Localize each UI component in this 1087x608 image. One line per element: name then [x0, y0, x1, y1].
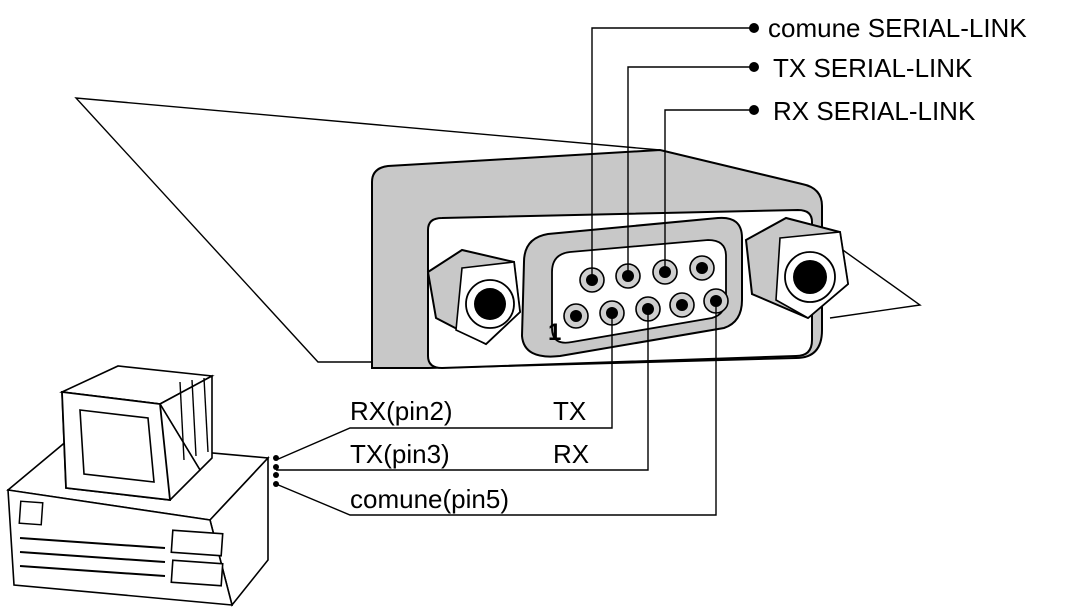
- pin-top-4: [689, 255, 715, 281]
- left-screw-nut: [426, 248, 522, 346]
- pin-one-marker: 1: [548, 319, 561, 346]
- label-rx-connector: RX: [553, 439, 589, 469]
- pin-bottom-1: [563, 303, 589, 329]
- top-wires: [591, 27, 750, 280]
- label-comune-pin5: comune(pin5): [350, 484, 509, 514]
- right-screw-nut: [744, 216, 850, 320]
- computer-monitor: [59, 365, 215, 502]
- label-rx-serial-link: RX SERIAL-LINK: [773, 96, 976, 126]
- top-wire-dots: [749, 23, 759, 115]
- label-tx-connector: TX: [553, 396, 586, 426]
- pin-bottom-4: [669, 292, 695, 318]
- computer-icon: [6, 365, 279, 607]
- label-comune-serial-link: comune SERIAL-LINK: [768, 13, 1027, 43]
- label-tx-pin3: TX(pin3): [350, 439, 450, 469]
- computer-port-dots: [273, 455, 279, 487]
- label-rx-pin2: RX(pin2): [350, 396, 453, 426]
- label-tx-serial-link: TX SERIAL-LINK: [773, 53, 973, 83]
- pc-wires: [275, 301, 717, 516]
